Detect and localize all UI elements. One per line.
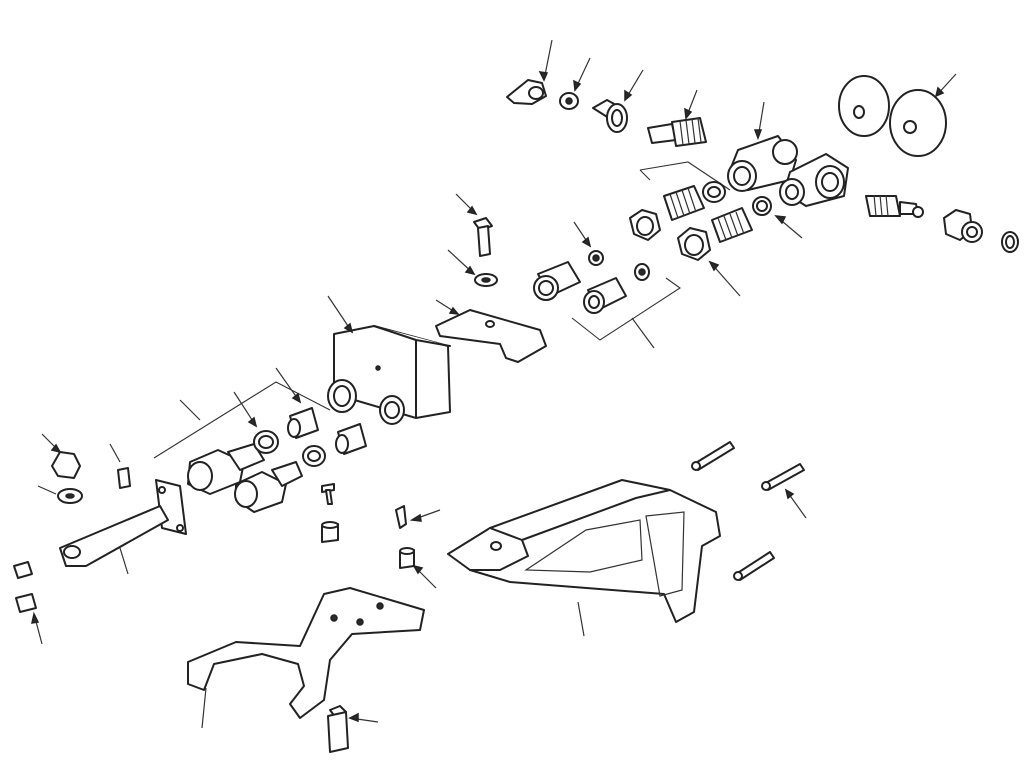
washer-small xyxy=(37,485,83,504)
acorn-nut xyxy=(41,433,81,479)
fork-bracket xyxy=(187,587,425,729)
small-springs xyxy=(13,561,43,645)
valve-body-lower xyxy=(779,153,849,207)
main-bracket xyxy=(447,479,721,637)
washer-top xyxy=(447,249,498,287)
round-covers xyxy=(838,73,957,157)
mounting-arm xyxy=(59,479,187,575)
set-screw xyxy=(109,443,131,489)
stem-right xyxy=(865,194,924,218)
bushings-left xyxy=(275,367,367,455)
screw-center xyxy=(321,483,335,505)
fitting-group-left xyxy=(153,381,331,513)
washers xyxy=(702,181,803,239)
threaded-nipples xyxy=(639,161,753,243)
junction-block xyxy=(327,295,451,425)
long-bolts xyxy=(691,441,807,581)
saddle-plate xyxy=(435,299,547,363)
rubber-coupler-group xyxy=(533,261,681,349)
retaining-ring-right xyxy=(1001,231,1019,253)
shoulder-bolt xyxy=(327,705,379,753)
threaded-valve-stem xyxy=(647,89,707,147)
flanged-bushing xyxy=(592,69,644,133)
valve-body-upper xyxy=(727,101,798,192)
star-washer xyxy=(559,57,591,110)
sleeve-center xyxy=(321,521,339,543)
seal-rings-left xyxy=(233,391,326,467)
hex-bolt-top xyxy=(455,193,493,257)
sleeve-right xyxy=(399,547,437,589)
hex-fitting-right xyxy=(943,209,983,243)
wing-nut xyxy=(506,39,553,105)
small-washers xyxy=(573,221,650,281)
lock-nuts xyxy=(629,209,741,297)
screw-right xyxy=(395,505,441,529)
